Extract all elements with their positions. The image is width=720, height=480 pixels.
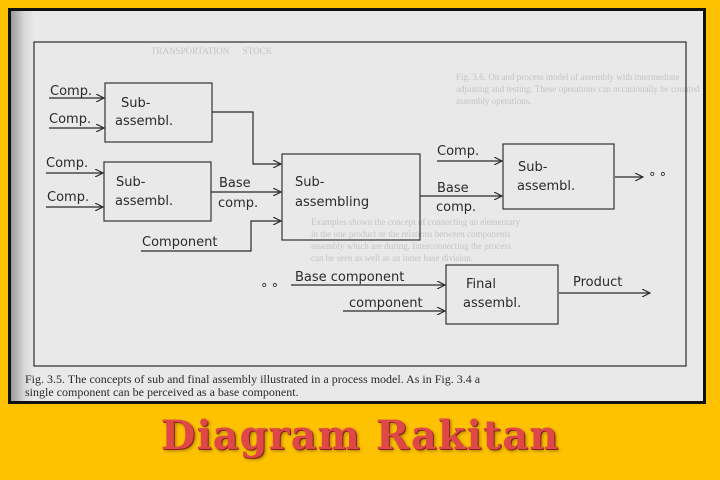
caption-line-1: Fig. 3.5. The concepts of sub and final … xyxy=(25,372,481,386)
sub2-line2: assembl. xyxy=(115,194,173,209)
page-shadow xyxy=(11,11,33,401)
slide-title: Diagram Rakitan xyxy=(160,412,560,459)
continuation-dots: ° ° xyxy=(261,282,278,297)
sub3-line1: Sub- xyxy=(518,160,548,175)
figure-caption: Fig. 3.5. The concepts of sub and final … xyxy=(25,373,480,399)
label-comp: Comp. xyxy=(46,156,88,171)
subassembling-box xyxy=(281,153,421,241)
process-model-diagram: Sub- assembl. Sub- assembl. Sub- assembl… xyxy=(33,41,687,367)
subassembly-box-1 xyxy=(104,82,213,143)
label-comp: Comp. xyxy=(50,84,92,99)
final-line1: Final xyxy=(466,277,496,292)
label-component: component xyxy=(349,296,423,311)
label-product: Product xyxy=(573,275,622,290)
center-line2: assembling xyxy=(295,195,369,210)
subassembly-box-3 xyxy=(502,143,615,210)
final-line2: assembl. xyxy=(463,296,521,311)
diagram-border xyxy=(33,41,687,367)
sub2-line1: Sub- xyxy=(116,175,146,190)
label-component: Component xyxy=(142,235,217,250)
book-page-photo: TRANSPORTATION STOCK Fig. 3.6. On and pr… xyxy=(8,8,706,404)
label-base-component: Base component xyxy=(295,270,404,285)
final-assembly-box xyxy=(445,264,559,325)
label-comp: Comp. xyxy=(49,112,91,127)
sub1-line2: assembl. xyxy=(115,114,173,129)
subassembly-box-2 xyxy=(103,161,212,222)
label-base: Base xyxy=(437,181,469,196)
label-base: Base xyxy=(219,176,251,191)
bleed-through-text: TRANSPORTATION STOCK xyxy=(151,46,273,56)
center-line1: Sub- xyxy=(295,175,325,190)
label-comp: Comp. xyxy=(47,190,89,205)
sub1-line1: Sub- xyxy=(121,96,151,111)
continuation-dots: ° ° xyxy=(649,171,666,186)
bleed-through-text: Fig. 3.6. On and process model of assemb… xyxy=(456,72,700,106)
label-comp: Comp. xyxy=(437,144,479,159)
bleed-through-text: Examples shown the concept of connecting… xyxy=(311,217,521,263)
sub3-line2: assembl. xyxy=(517,179,575,194)
label-comp: comp. xyxy=(436,200,476,215)
caption-line-2: single component can be perceived as a b… xyxy=(25,385,299,399)
label-comp: comp. xyxy=(218,196,258,211)
